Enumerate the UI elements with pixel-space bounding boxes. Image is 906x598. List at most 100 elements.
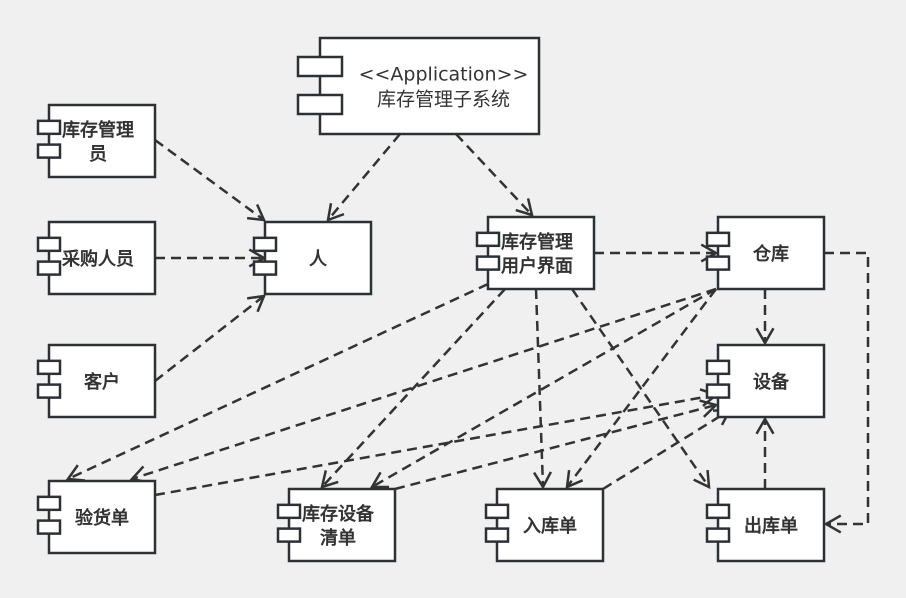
component-box: [47, 103, 157, 179]
component-port-icon: [36, 359, 62, 376]
dependency-line: [67, 282, 489, 481]
component-label: 库存管理子系统: [377, 89, 510, 111]
dependency-line: [566, 288, 717, 488]
open-arrowhead-icon: [565, 469, 584, 490]
component-rkd[interactable]: 入库单: [484, 487, 605, 563]
component-port-icon: [276, 503, 302, 520]
open-arrowhead-icon: [246, 203, 267, 222]
dependency-ui-to-ckd: [570, 288, 711, 490]
dependency-kcsbqd-to-sb: [394, 399, 719, 491]
dependency-ck-to-ckd: [823, 251, 870, 534]
component-port-icon: [36, 383, 62, 399]
open-arrowhead-icon: [369, 471, 390, 489]
dependency-ck-to-kcsbqd: [369, 287, 717, 489]
component-port-icon: [475, 231, 501, 248]
component-box: [495, 487, 605, 563]
component-port-icon: [705, 255, 731, 271]
component-box: [716, 215, 826, 291]
component-kh[interactable]: 客户: [36, 343, 157, 419]
dependency-rkd-to-sb: [602, 408, 733, 491]
dependency-line: [154, 138, 265, 222]
component-ckd[interactable]: 出库单: [705, 487, 826, 563]
component-port-icon: [252, 260, 278, 276]
component-port-icon: [475, 255, 501, 271]
component-box: [287, 487, 397, 563]
component-port-icon: [36, 519, 62, 535]
open-arrowhead-icon: [755, 327, 775, 346]
dependency-line: [321, 288, 506, 488]
open-arrowhead-icon: [823, 514, 842, 534]
dependency-line: [371, 287, 717, 489]
component-label: 仓库: [752, 243, 789, 265]
component-box: [716, 487, 826, 563]
component-label: 库存管理: [501, 231, 573, 253]
component-yhd[interactable]: 验货单: [36, 479, 157, 555]
component-ren[interactable]: 人: [252, 220, 373, 296]
component-port-icon: [705, 503, 731, 520]
component-port-icon: [705, 383, 731, 399]
open-arrowhead-icon: [246, 294, 266, 313]
component-box: [318, 36, 541, 136]
dependency-ck-to-rkd: [565, 288, 717, 490]
component-port-icon: [252, 236, 278, 253]
component-sb[interactable]: 设备: [705, 343, 826, 419]
component-app[interactable]: <<Application>>库存管理子系统: [296, 36, 541, 136]
dependency-line: [394, 403, 717, 491]
dependency-cgry-to-ren: [155, 248, 267, 268]
component-box: [47, 343, 157, 419]
component-label: 设备: [753, 371, 790, 393]
component-box: [47, 220, 157, 296]
dependency-ck-to-yhd: [129, 287, 717, 484]
dependency-ck-to-sb: [755, 289, 775, 346]
dependency-line: [455, 133, 533, 216]
dependency-ui-to-kcsbqd: [320, 288, 506, 489]
component-port-icon: [705, 359, 731, 376]
component-box: [486, 215, 596, 291]
dependency-line: [131, 287, 717, 481]
component-box: [716, 343, 826, 419]
component-label: 入库单: [523, 515, 577, 537]
component-port-icon: [705, 231, 731, 248]
dependency-kcgly-to-ren: [154, 138, 267, 222]
component-label: 清单: [320, 527, 356, 549]
component-label: 库存设备: [302, 503, 375, 525]
dependency-line: [824, 251, 870, 526]
component-port-icon: [36, 143, 62, 159]
open-arrowhead-icon: [65, 464, 86, 482]
open-arrowhead-icon: [326, 203, 345, 222]
dependency-app-to-ui: [455, 133, 534, 217]
dependency-ui-to-rkd: [532, 288, 553, 490]
open-arrowhead-icon: [693, 469, 711, 490]
dependency-line: [327, 133, 401, 221]
dependency-app-to-ren: [326, 133, 401, 222]
component-port-icon: [296, 93, 344, 116]
component-port-icon: [36, 260, 62, 276]
dependency-line: [602, 408, 731, 491]
component-port-icon: [36, 495, 62, 512]
component-port-icon: [296, 55, 344, 78]
component-box: [47, 479, 157, 555]
component-label: 采购人员: [61, 248, 134, 270]
component-cgry[interactable]: 采购人员: [36, 220, 157, 296]
component-label: 人: [309, 249, 328, 270]
component-ck[interactable]: 仓库: [705, 215, 826, 291]
dependency-line: [534, 288, 545, 488]
dependency-kh-to-ren: [154, 294, 266, 382]
component-port-icon: [705, 527, 731, 543]
component-label: 用户界面: [501, 255, 573, 277]
dependency-line: [154, 295, 265, 382]
open-arrowhead-icon: [515, 198, 534, 217]
component-port-icon: [484, 503, 510, 520]
dependency-layer: [65, 133, 870, 534]
component-port-icon: [36, 236, 62, 253]
open-arrowhead-icon: [755, 416, 775, 435]
dependency-ckd-to-sb: [755, 416, 775, 489]
component-label: 验货单: [75, 507, 129, 529]
open-arrowhead-icon: [320, 470, 339, 489]
open-arrowhead-icon: [532, 471, 553, 490]
